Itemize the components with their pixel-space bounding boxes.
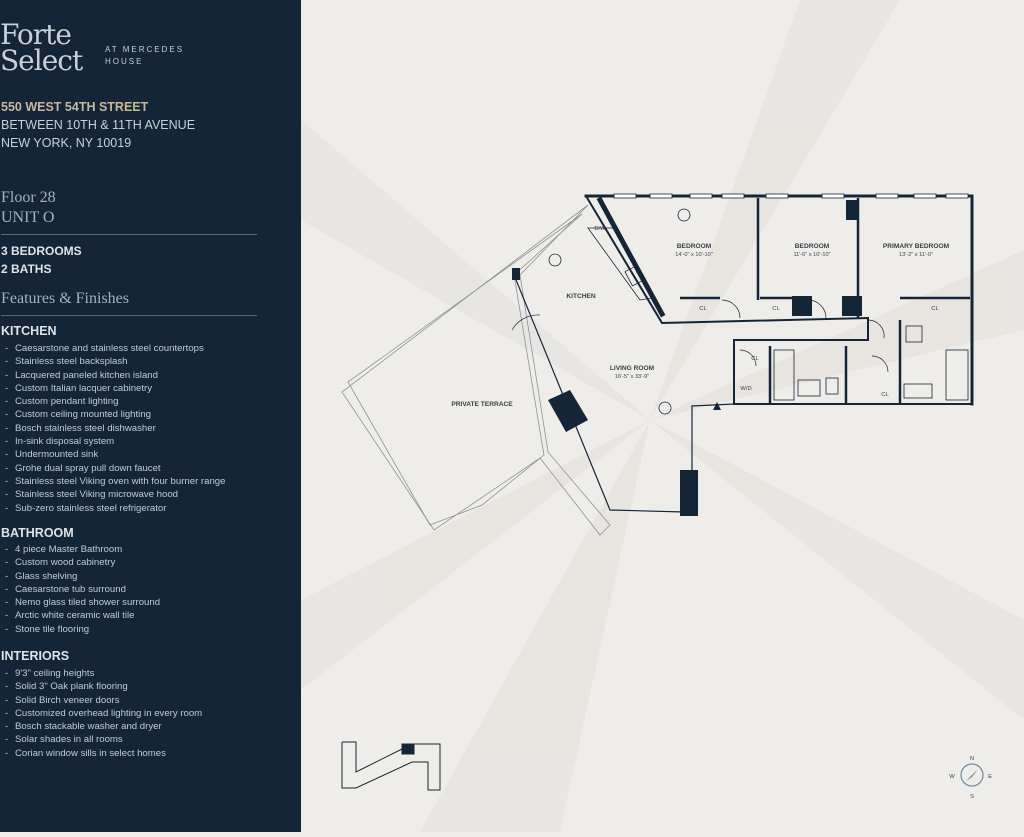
windows <box>613 193 969 199</box>
brand-logo: Forte Select AT MERCEDES HOUSE <box>0 18 182 77</box>
kitchen-feature-item: Caesarstone and stainless steel countert… <box>5 342 225 355</box>
interiors-feature-item: Corian window sills in select homes <box>5 747 202 760</box>
bed-bath-count: 3 BEDROOMS 2 BATHS <box>1 242 82 278</box>
kitchen-feature-item: Sub-zero stainless steel refrigerator <box>5 502 225 515</box>
floor-plan: BEDROOM 14'-0" x 10'-10" BEDROOM 11'-6" … <box>301 0 1024 832</box>
bathroom-heading: BATHROOM <box>1 526 74 540</box>
bathroom-feature-item: Glass shelving <box>5 570 160 583</box>
address-line1: 550 WEST 54TH STREET <box>1 100 149 114</box>
bathroom-feature-item: Nemo glass tiled shower surround <box>5 596 160 609</box>
interiors-feature-item: Customized overhead lighting in every ro… <box>5 707 202 720</box>
bathroom-feature-item: 4 piece Master Bathroom <box>5 543 160 556</box>
kitchen-feature-item: In-sink disposal system <box>5 435 225 448</box>
interiors-feature-item: 9'3" ceiling heights <box>5 667 202 680</box>
closet-label: CL <box>772 306 780 312</box>
kitchen-feature-item: Custom pendant lighting <box>5 395 225 408</box>
kitchen-feature-item: Bosch stainless steel dishwasher <box>5 422 225 435</box>
closet-label: CL <box>931 306 939 312</box>
key-plan <box>341 741 441 791</box>
kitchen-feature-item: Custom ceiling mounted lighting <box>5 408 225 421</box>
terrace <box>341 204 611 536</box>
kitchen-feature-item: Stainless steel backsplash <box>5 355 225 368</box>
compass-s: S <box>970 794 974 800</box>
address: 550 WEST 54TH STREET BETWEEN 10TH & 11TH… <box>1 98 195 152</box>
primary-bedroom-label: PRIMARY BEDROOM <box>883 243 950 250</box>
bedroom1-dim: 14'-0" x 10'-10" <box>675 252 713 258</box>
primary-bedroom-dim: 13'-2" x 11'-0" <box>899 252 933 258</box>
structural-columns <box>512 200 862 516</box>
unit-info: Floor 28 UNIT O <box>1 188 56 228</box>
kitchen-feature-item: Custom Italian lacquer cabinetry <box>5 382 225 395</box>
washer-dryer-label: W/D <box>740 386 751 392</box>
bedroom2-dim: 11'-6" x 10'-10" <box>793 252 830 258</box>
features-title: Features & Finishes <box>1 290 129 307</box>
compass-n: N <box>970 756 974 762</box>
kitchen-heading: KITCHEN <box>1 324 57 338</box>
closet-label: CL <box>751 356 759 362</box>
interiors-feature-item: Solar shades in all rooms <box>5 733 202 746</box>
bedroom1-label: BEDROOM <box>677 243 712 250</box>
baths-label: 2 BATHS <box>1 262 52 276</box>
unit-label: UNIT O <box>1 209 55 226</box>
kitchen-feature-item: Undermounted sink <box>5 448 225 461</box>
closet-label: CL <box>881 392 889 398</box>
compass-icon: N S E W <box>949 756 992 800</box>
bedrooms-label: 3 BEDROOMS <box>1 244 82 258</box>
entry-marker-icon <box>713 402 721 410</box>
compass-w: W <box>949 774 955 780</box>
living-room-dim: 16'-5" x 33'-9" <box>615 374 649 380</box>
kitchen-feature-item: Stainless steel Viking oven with four bu… <box>5 475 225 488</box>
interiors-feature-item: Bosch stackable washer and dryer <box>5 720 202 733</box>
dishwasher-label: D/W <box>594 226 606 232</box>
address-line2: BETWEEN 10TH & 11TH AVENUE <box>1 118 196 132</box>
bathroom-feature-item: Stone tile flooring <box>5 623 160 636</box>
kitchen-feature-item: Stainless steel Viking microwave hood <box>5 488 225 501</box>
kitchen-features-list: Caesarstone and stainless steel countert… <box>5 342 225 515</box>
bathroom-feature-item: Custom wood cabinetry <box>5 556 160 569</box>
compass-e: E <box>988 774 992 780</box>
interiors-features-list: 9'3" ceiling heightsSolid 3" Oak plank f… <box>5 667 202 760</box>
bathroom-feature-item: Arctic white ceramic wall tile <box>5 609 160 622</box>
bedroom2-label: BEDROOM <box>795 243 830 250</box>
divider <box>1 315 257 316</box>
sidebar: Forte Select AT MERCEDES HOUSE 550 WEST … <box>0 0 301 832</box>
interiors-heading: INTERIORS <box>1 649 70 663</box>
brand-name-line1: Forte <box>0 18 72 51</box>
kitchen-feature-item: Lacquered paneled kitchen island <box>5 369 225 382</box>
terrace-label: PRIVATE TERRACE <box>451 401 513 408</box>
interiors-feature-item: Solid Birch veneer doors <box>5 694 202 707</box>
interiors-feature-item: Solid 3" Oak plank flooring <box>5 680 202 693</box>
kitchen-feature-item: Grohe dual spray pull down faucet <box>5 462 225 475</box>
bathroom-feature-item: Caesarstone tub surround <box>5 583 160 596</box>
kitchen-label: KITCHEN <box>566 293 596 300</box>
closet-label: CL <box>699 306 707 312</box>
divider <box>1 234 257 235</box>
door-swings <box>511 299 889 373</box>
floor-plan-area: BEDROOM 14'-0" x 10'-10" BEDROOM 11'-6" … <box>301 0 1024 832</box>
floor-label: Floor 28 <box>1 189 56 206</box>
address-line3: NEW YORK, NY 10019 <box>1 136 132 150</box>
brand-subtitle: AT MERCEDES HOUSE <box>105 45 185 66</box>
brand-name-line2: Select <box>0 44 83 77</box>
fixtures <box>548 208 969 415</box>
living-room-label: LIVING ROOM <box>610 365 655 372</box>
bathroom-features-list: 4 piece Master BathroomCustom wood cabin… <box>5 543 160 636</box>
background-pattern <box>301 0 1024 832</box>
